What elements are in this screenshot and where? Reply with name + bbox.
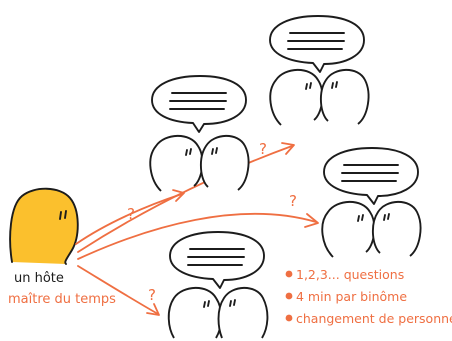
speech-lines [287,32,345,50]
host-figure [9,187,79,265]
host-role-label: un hôte [14,271,64,286]
arrow-to-pair-2 [77,145,293,253]
face-marks [203,299,236,308]
person-left [269,68,324,126]
arrow-to-pair-4 [77,265,159,315]
rule-bullet [285,314,293,322]
arrow-to-pair-3 [77,212,317,260]
question-mark-1: ? [127,205,135,223]
speech-lines [187,248,245,266]
rule-item-rotation: changement de personne [296,311,452,326]
person-right [320,68,370,125]
rule-bullet [285,292,293,300]
rule-item-questions: 1,2,3... questions [296,267,404,282]
pair-4 [167,231,269,339]
speech-bubble [151,75,247,133]
person-right [200,134,250,191]
speech-lines [341,164,399,182]
face-marks [185,147,218,156]
arrows [75,142,319,316]
speech-bubble [269,15,365,73]
question-mark-4: ? [148,286,156,304]
rule-item-duration: 4 min par binôme [296,289,407,304]
rule-bullet [285,270,293,278]
pair-3 [321,147,422,258]
person-right [217,286,269,339]
speech-bubble [323,147,419,205]
face-marks [305,81,338,90]
host-mouth-marks [59,210,67,220]
person-left [321,200,376,258]
rules-list: 1,2,3... questions 4 min par binôme chan… [285,267,452,326]
pair-1 [149,75,250,192]
person-left [149,134,204,192]
question-mark-2: ? [259,140,267,158]
question-mark-3: ? [289,192,297,210]
speech-lines [169,92,227,110]
speech-bubble [169,231,265,289]
host-head [9,187,79,265]
host-time-label: maître du temps [8,292,116,307]
person-right [372,200,422,257]
pair-2 [269,15,370,126]
person-left [167,286,223,339]
face-marks [357,213,390,222]
